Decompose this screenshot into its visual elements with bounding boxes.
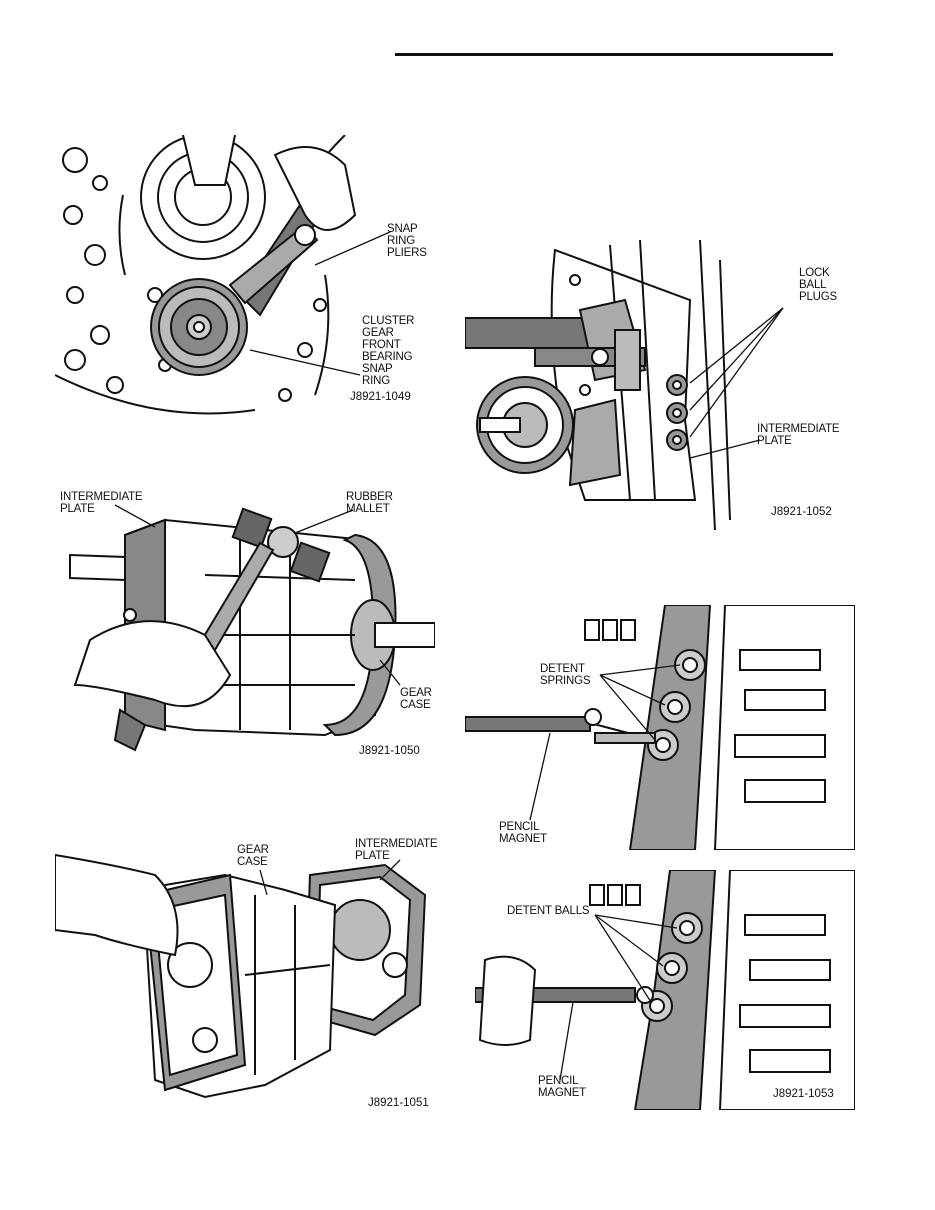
label-gear-case: GEAR CASE: [237, 844, 269, 868]
label-detent-springs: DETENT SPRINGS: [540, 663, 591, 687]
lock-ball-plugs-illustration: [465, 240, 784, 530]
figure-id: J8921-1049: [350, 391, 411, 403]
label-lock-ball-plugs: LOCK BALL PLUGS: [799, 267, 837, 303]
figure-id: J8921-1050: [359, 745, 420, 757]
snap-ring-pliers-illustration: [55, 135, 391, 415]
label-pencil-magnet: PENCIL MAGNET: [499, 821, 547, 845]
figure-gear-case-removal: GEAR CASE INTERMEDIATE PLATE J8921-1051: [55, 835, 440, 1115]
figure-detent-balls: DETENT BALLS PENCIL MAGNET J8921-1053: [475, 870, 855, 1110]
gear-case-removal-illustration: [55, 853, 427, 1099]
label-intermediate-plate: INTERMEDIATE PLATE: [60, 491, 143, 515]
figure-id: J8921-1051: [368, 1097, 429, 1109]
label-intermediate-plate: INTERMEDIATE PLATE: [355, 838, 438, 862]
figure-rubber-mallet: INTERMEDIATE PLATE RUBBER MALLET GEAR CA…: [55, 485, 435, 770]
figure-id: J8921-1052: [771, 506, 832, 518]
detent-balls-illustration: [475, 870, 855, 1110]
label-detent-balls: DETENT BALLS: [507, 905, 590, 917]
label-pencil-magnet: PENCIL MAGNET: [538, 1075, 586, 1099]
label-intermediate-plate: INTERMEDIATE PLATE: [757, 423, 840, 447]
figure-detent-springs: DETENT SPRINGS PENCIL MAGNET: [465, 605, 855, 850]
detent-springs-illustration: [465, 605, 855, 850]
label-rubber-mallet: RUBBER MALLET: [346, 491, 393, 515]
figure-id: J8921-1053: [773, 1088, 834, 1100]
figure-lock-ball-plugs: LOCK BALL PLUGS INTERMEDIATE PLATE J8921…: [465, 240, 845, 530]
label-cluster-gear-snap-ring: CLUSTER GEAR FRONT BEARING SNAP RING: [362, 315, 415, 387]
label-gear-case: GEAR CASE: [400, 687, 432, 711]
label-snap-ring-pliers: SNAP RING PLIERS: [387, 223, 427, 259]
rubber-mallet-illustration: [69, 504, 435, 752]
header-rule: [395, 53, 833, 56]
figure-cluster-gear-snap-ring: SNAP RING PLIERS CLUSTER GEAR FRONT BEAR…: [55, 135, 435, 415]
